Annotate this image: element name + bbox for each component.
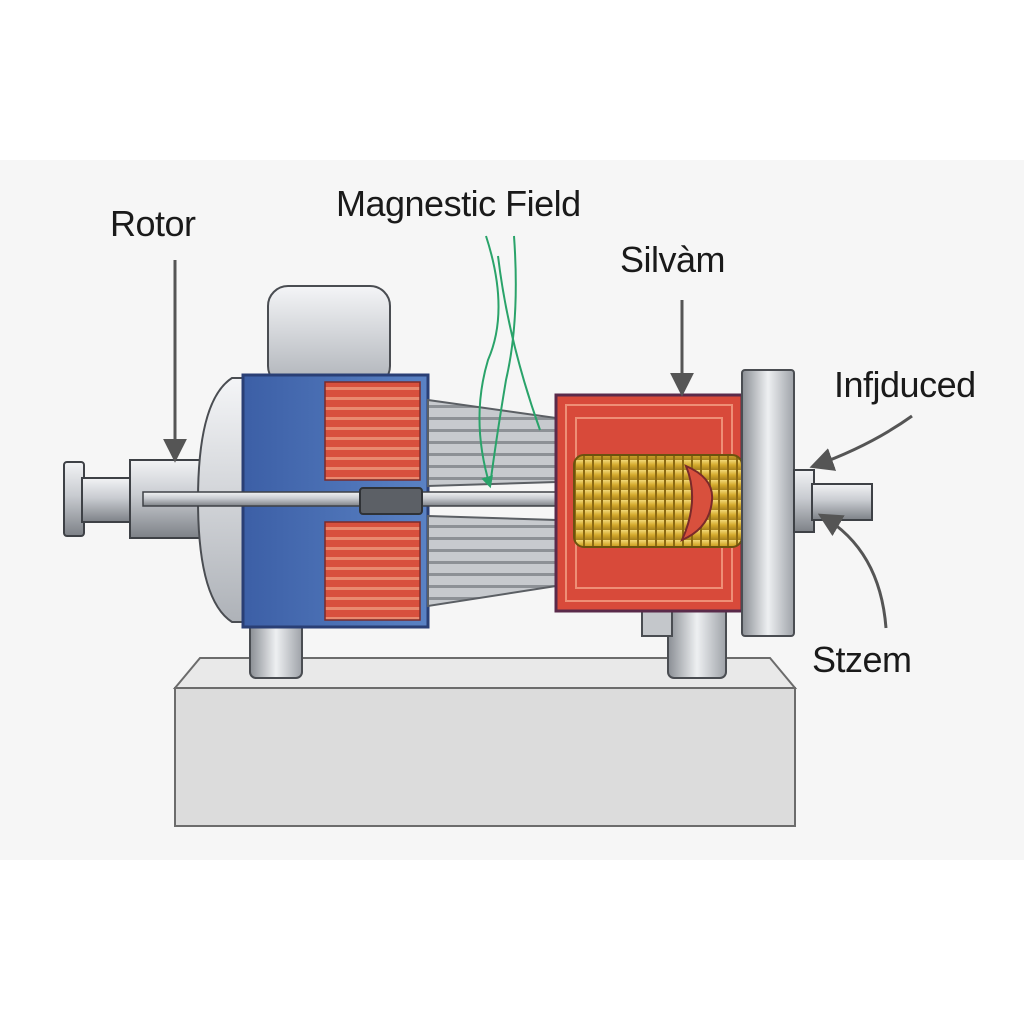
magnetic-field-label: Magnestic Field: [336, 183, 581, 224]
callout-arrows: [163, 260, 913, 629]
induced-label: Infjduced: [834, 364, 976, 405]
magnetic-field-lines: [478, 235, 541, 489]
laminated-core: [427, 398, 557, 608]
end-plate: [741, 369, 795, 637]
rotor-label: Rotor: [110, 203, 196, 244]
stzem-arrow-icon: [817, 513, 888, 629]
base-block: [172, 657, 798, 827]
stator-assembly: [554, 393, 744, 613]
top-housing: [267, 285, 391, 387]
silvam-label: Silvàm: [620, 239, 726, 280]
center-shaft: [142, 487, 564, 515]
induced-arrow-icon: [809, 414, 913, 471]
stzem-label: Stzem: [812, 639, 912, 680]
